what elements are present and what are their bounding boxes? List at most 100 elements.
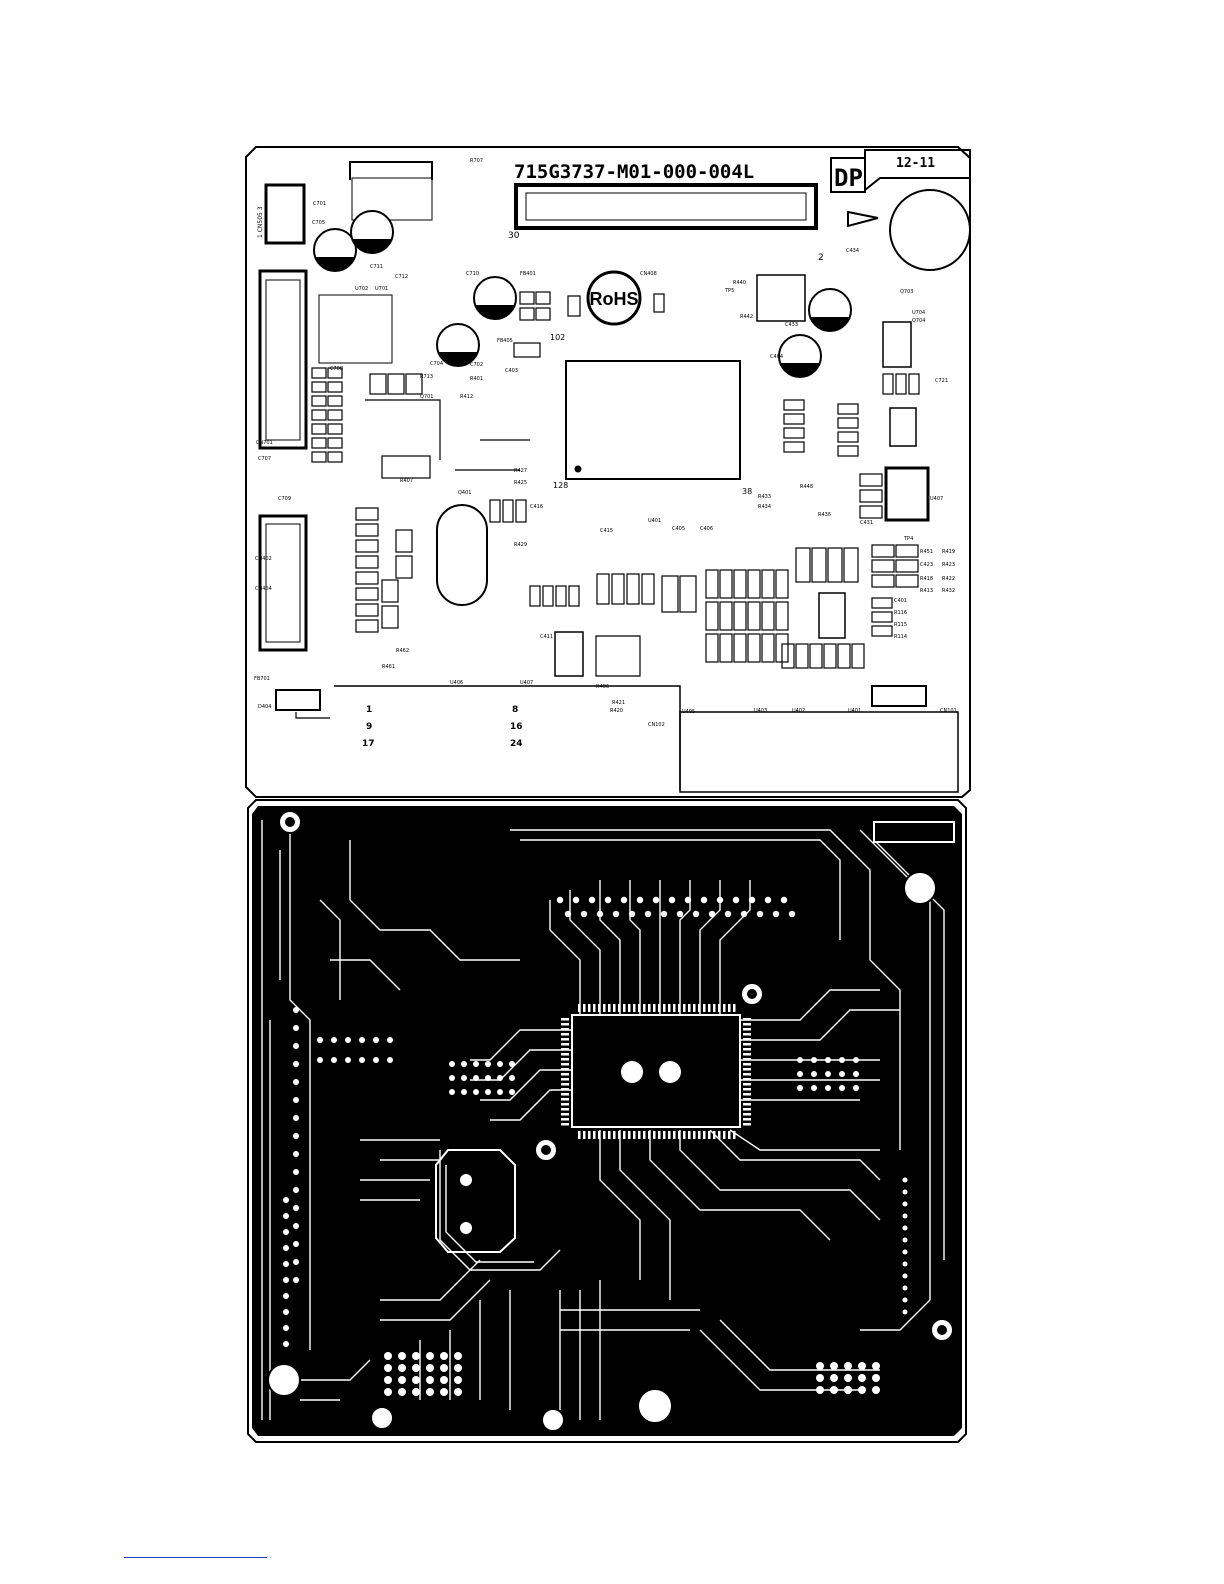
- designator-c434: C434: [846, 248, 859, 254]
- lead-pad: [561, 1123, 569, 1126]
- via: [839, 1071, 845, 1077]
- lead-pad: [683, 1004, 686, 1012]
- connector-pin-pad: [620, 896, 628, 904]
- via: [426, 1352, 434, 1360]
- connector-pin-pad: [676, 910, 684, 918]
- lead-pad: [703, 1004, 706, 1012]
- via: [461, 1089, 467, 1095]
- via: [853, 1085, 859, 1091]
- crystal-x401: [436, 504, 488, 606]
- designator-c709: C709: [278, 496, 291, 502]
- via: [412, 1364, 420, 1372]
- screw-icon: [847, 210, 879, 228]
- lead-pad: [743, 1048, 751, 1051]
- lead-pad: [743, 1063, 751, 1066]
- lead-pad: [718, 1004, 721, 1012]
- via: [811, 1071, 817, 1077]
- lead-pad: [618, 1004, 621, 1012]
- lead-pad: [673, 1131, 676, 1139]
- lead-pad: [561, 1088, 569, 1091]
- via: [858, 1386, 866, 1394]
- mounting-hole: [370, 1406, 394, 1430]
- via: [509, 1061, 515, 1067]
- cn505-label: 1 CN505 3: [257, 206, 264, 238]
- designator-r425: R425: [514, 480, 527, 486]
- pin-label-2: 2: [818, 253, 824, 263]
- lead-pad: [653, 1131, 656, 1139]
- designator-c707: C707: [258, 456, 271, 462]
- designator-c431: C431: [860, 520, 873, 526]
- cn505-connector: [264, 183, 306, 245]
- connector-pin-pad: [748, 896, 756, 904]
- via: [902, 1309, 908, 1315]
- via: [283, 1261, 289, 1267]
- designator-r412: R412: [460, 394, 473, 400]
- designator-u407: U407: [930, 496, 943, 502]
- via: [293, 1025, 299, 1031]
- via: [398, 1376, 406, 1384]
- mounting-hole: [903, 871, 937, 905]
- lead-pad: [648, 1131, 651, 1139]
- lead-pad: [743, 1098, 751, 1101]
- lead-pad: [743, 1073, 751, 1076]
- via: [454, 1388, 462, 1396]
- designator-u702: U702: [355, 286, 368, 292]
- via: [440, 1352, 448, 1360]
- designator-r116: R116: [894, 610, 907, 616]
- lead-pad: [698, 1131, 701, 1139]
- dsub-footprint: [679, 711, 959, 793]
- lead-pad: [658, 1131, 661, 1139]
- lead-pad: [603, 1004, 606, 1012]
- lead-pad: [561, 1028, 569, 1031]
- via: [293, 1133, 299, 1139]
- designator-c404: C404: [770, 354, 783, 360]
- connector-pin-pad: [644, 910, 652, 918]
- board-revision: 12-11: [896, 156, 935, 171]
- lead-pad: [643, 1131, 646, 1139]
- round-component: [889, 189, 971, 271]
- connector-pin-pad: [604, 896, 612, 904]
- via: [293, 1169, 299, 1175]
- designator-r707: R707: [470, 158, 483, 164]
- dsub-keepout: [334, 685, 681, 790]
- top-board-silkscreen: [245, 146, 971, 798]
- designator-u401: U401: [648, 518, 661, 524]
- via: [449, 1089, 455, 1095]
- designator-r436: R436: [818, 512, 831, 518]
- designator-c711: C711: [370, 264, 383, 270]
- designator-u405: U405: [682, 709, 695, 715]
- lead-pad: [633, 1131, 636, 1139]
- via: [412, 1376, 420, 1384]
- via: [387, 1037, 393, 1043]
- via: [816, 1374, 824, 1382]
- designator-r429: R429: [514, 542, 527, 548]
- designator-c701: C701: [313, 201, 326, 207]
- via: [872, 1386, 880, 1394]
- connector-pin-pad: [660, 910, 668, 918]
- lead-pad: [561, 1033, 569, 1036]
- via: [902, 1297, 908, 1303]
- lead-pad: [743, 1093, 751, 1096]
- lead-pad: [633, 1004, 636, 1012]
- via: [373, 1037, 379, 1043]
- via: [902, 1273, 908, 1279]
- via: [293, 1151, 299, 1157]
- via: [384, 1388, 392, 1396]
- lead-pad: [743, 1053, 751, 1056]
- lead-pad: [743, 1108, 751, 1111]
- via: [454, 1364, 462, 1372]
- lead-pad: [743, 1058, 751, 1061]
- revision-flag: [864, 149, 971, 193]
- designator-q701: Q701: [420, 394, 433, 400]
- via: [440, 1388, 448, 1396]
- designator-cn404: CN404: [255, 586, 272, 592]
- designator-cn102: CN102: [648, 722, 665, 728]
- designator-d404: D404: [258, 704, 271, 710]
- connector-pin-pad: [724, 910, 732, 918]
- via: [473, 1061, 479, 1067]
- designator-fb401: FB401: [520, 271, 536, 277]
- via: [509, 1089, 515, 1095]
- via: [398, 1364, 406, 1372]
- dsub-pin-17: 17: [362, 739, 375, 749]
- lead-pad: [638, 1131, 641, 1139]
